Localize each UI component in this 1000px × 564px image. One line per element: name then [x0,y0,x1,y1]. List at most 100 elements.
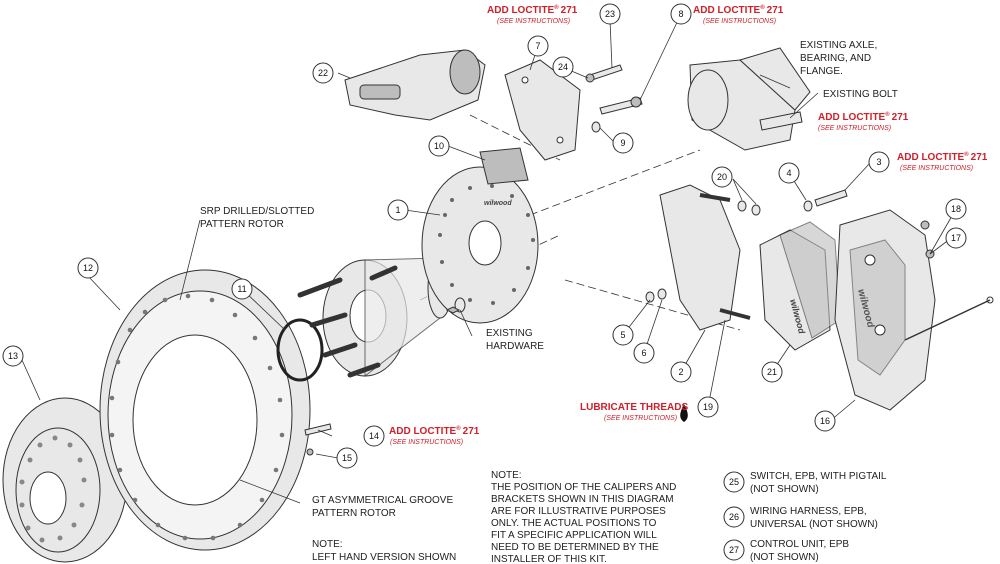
svg-text:BRACKETS SHOWN IN THIS DIAGRAM: BRACKETS SHOWN IN THIS DIAGRAM [491,494,674,505]
callout-17: 17 [951,233,961,243]
callout-11: 11 [237,284,246,294]
disc-brand: wilwood [484,200,512,207]
callout-21: 21 [767,367,777,377]
callout-circles [2,3,967,561]
callout-7: 7 [535,41,540,51]
callout-25: 25 [729,477,739,487]
drilled-slotted-rotor [99,269,311,551]
svg-text:(SEE INSTRUCTIONS): (SEE INSTRUCTIONS) [604,415,677,422]
svg-text:ARE FOR ILLUSTRATIVE PURPOSES: ARE FOR ILLUSTRATIVE PURPOSES [491,506,666,517]
callout-15: 15 [342,453,352,463]
svg-text:INSTALLER OF THIS KIT.: INSTALLER OF THIS KIT. [491,554,607,564]
gt-rotor-label: GT ASYMMETRICAL GROOVE PATTERN ROTOR [312,495,453,519]
svg-text:EXISTING: EXISTING [486,328,533,339]
loctite-note-3: ADD LOCTITE®271 (SEE INSTRUCTIONS) [897,151,988,172]
svg-text:ONLY. THE ACTUAL POSITIONS TO: ONLY. THE ACTUAL POSITIONS TO [491,518,657,529]
svg-text:LUBRICATE THREADS: LUBRICATE THREADS [580,402,688,413]
svg-text:(SEE INSTRUCTIONS): (SEE INSTRUCTIONS) [703,18,776,25]
item-27-line2: (NOT SHOWN) [750,552,819,563]
existing-axle [687,47,811,151]
callout-23: 23 [605,9,615,19]
svg-text:PATTERN ROTOR: PATTERN ROTOR [312,508,396,519]
position-note: NOTE: THE POSITION OF THE CALIPERS AND B… [491,470,676,564]
item-25-line2: (NOT SHOWN) [750,484,819,495]
svg-text:THE POSITION OF THE CALIPERS A: THE POSITION OF THE CALIPERS AND [491,482,676,493]
hardware-label: EXISTING HARDWARE [486,328,544,352]
item-26-line2: UNIVERSAL (NOT SHOWN) [750,519,878,530]
lubricate-drop-icon [680,404,688,422]
svg-text:(SEE INSTRUCTIONS): (SEE INSTRUCTIONS) [900,165,973,172]
svg-text:ADD LOCTITE®271: ADD LOCTITE®271 [389,425,480,437]
callout-10: 10 [434,141,444,151]
gt-rotor-ring [2,397,128,563]
small-washers [645,189,848,303]
loctite-note-14: ADD LOCTITE®271 (SEE INSTRUCTIONS) [389,425,480,446]
callout-numbers: 1 2 3 4 5 6 7 8 9 10 11 12 13 14 15 16 1… [8,9,961,555]
callout-8: 8 [678,9,683,19]
svg-text:(SEE INSTRUCTIONS): (SEE INSTRUCTIONS) [390,439,463,446]
callout-1: 1 [395,205,400,215]
svg-text:PATTERN ROTOR: PATTERN ROTOR [200,219,284,230]
loctite-note-8: ADD LOCTITE®271 (SEE INSTRUCTIONS) [693,4,784,25]
callout-9: 9 [620,138,625,148]
callout-2: 2 [678,367,683,377]
callout-18: 18 [951,204,961,214]
svg-text:ADD LOCTITE®271: ADD LOCTITE®271 [897,151,988,163]
callout-4: 4 [786,168,791,178]
svg-text:BEARING, AND: BEARING, AND [800,53,871,64]
rotor-bolts [304,423,332,456]
svg-text:FIT A SPECIFIC APPLICATION WIL: FIT A SPECIFIC APPLICATION WILL [491,530,657,541]
bracket-bolts [585,64,643,133]
brake-pads: wilwood [759,221,841,351]
left-hand-note: NOTE: LEFT HAND VERSION SHOWN [312,539,456,563]
svg-text:FLANGE.: FLANGE. [800,66,843,77]
srp-rotor-label: SRP DRILLED/SLOTTED PATTERN ROTOR [200,206,314,230]
callout-19: 19 [703,402,713,412]
drilled-disc: wilwood [421,166,539,324]
loctite-note-23: ADD LOCTITE®271 (SEE INSTRUCTIONS) [487,4,578,25]
callout-20: 20 [717,172,727,182]
spacer-block [479,147,529,185]
svg-text:LEFT HAND VERSION SHOWN: LEFT HAND VERSION SHOWN [312,552,456,563]
svg-text:SRP DRILLED/SLOTTED: SRP DRILLED/SLOTTED [200,206,314,217]
svg-text:NEED TO BE DETERMINED BY THE: NEED TO BE DETERMINED BY THE [491,542,659,553]
callout-6: 6 [641,348,646,358]
not-shown-list: SWITCH, EPB, WITH PIGTAIL (NOT SHOWN) WI… [750,471,887,563]
svg-text:EXISTING AXLE,: EXISTING AXLE, [800,40,877,51]
svg-text:(SEE INSTRUCTIONS): (SEE INSTRUCTIONS) [818,125,891,132]
main-caliper: wilwood [834,209,936,411]
hardware-washer [445,297,466,314]
o-ring [276,318,324,382]
svg-text:NOTE:: NOTE: [312,539,343,550]
svg-text:ADD LOCTITE®271: ADD LOCTITE®271 [693,4,784,16]
leader-lines [21,13,957,504]
item-25-line1: SWITCH, EPB, WITH PIGTAIL [750,471,887,482]
epb-caliper [344,49,486,121]
caliper-bracket [659,184,751,331]
svg-text:(SEE INSTRUCTIONS): (SEE INSTRUCTIONS) [497,18,570,25]
callout-5: 5 [620,330,625,340]
svg-text:GT ASYMMETRICAL GROOVE: GT ASYMMETRICAL GROOVE [312,495,453,506]
callout-3: 3 [876,157,881,167]
item-27-line1: CONTROL UNIT, EPB [750,539,849,550]
svg-text:ADD LOCTITE®271: ADD LOCTITE®271 [487,4,578,16]
callout-16: 16 [820,416,830,426]
svg-text:HARDWARE: HARDWARE [486,341,544,352]
callout-27: 27 [729,545,739,555]
callout-22: 22 [318,68,328,78]
bolt-label: EXISTING BOLT [823,89,898,100]
hub-hat [297,257,453,378]
lubricate-note: LUBRICATE THREADS (SEE INSTRUCTIONS) [580,402,688,422]
epb-bracket [504,59,581,161]
axle-label: EXISTING AXLE, BEARING, AND FLANGE. [800,40,877,77]
callout-13: 13 [8,351,18,361]
callout-12: 12 [83,263,93,273]
callout-24: 24 [558,62,568,72]
loctite-note-bolt: ADD LOCTITE®271 (SEE INSTRUCTIONS) [818,111,909,132]
callout-26: 26 [729,512,739,522]
item-26-line1: WIRING HARNESS, EPB, [750,506,867,517]
epb-cable [904,296,994,341]
svg-text:NOTE:: NOTE: [491,470,522,481]
